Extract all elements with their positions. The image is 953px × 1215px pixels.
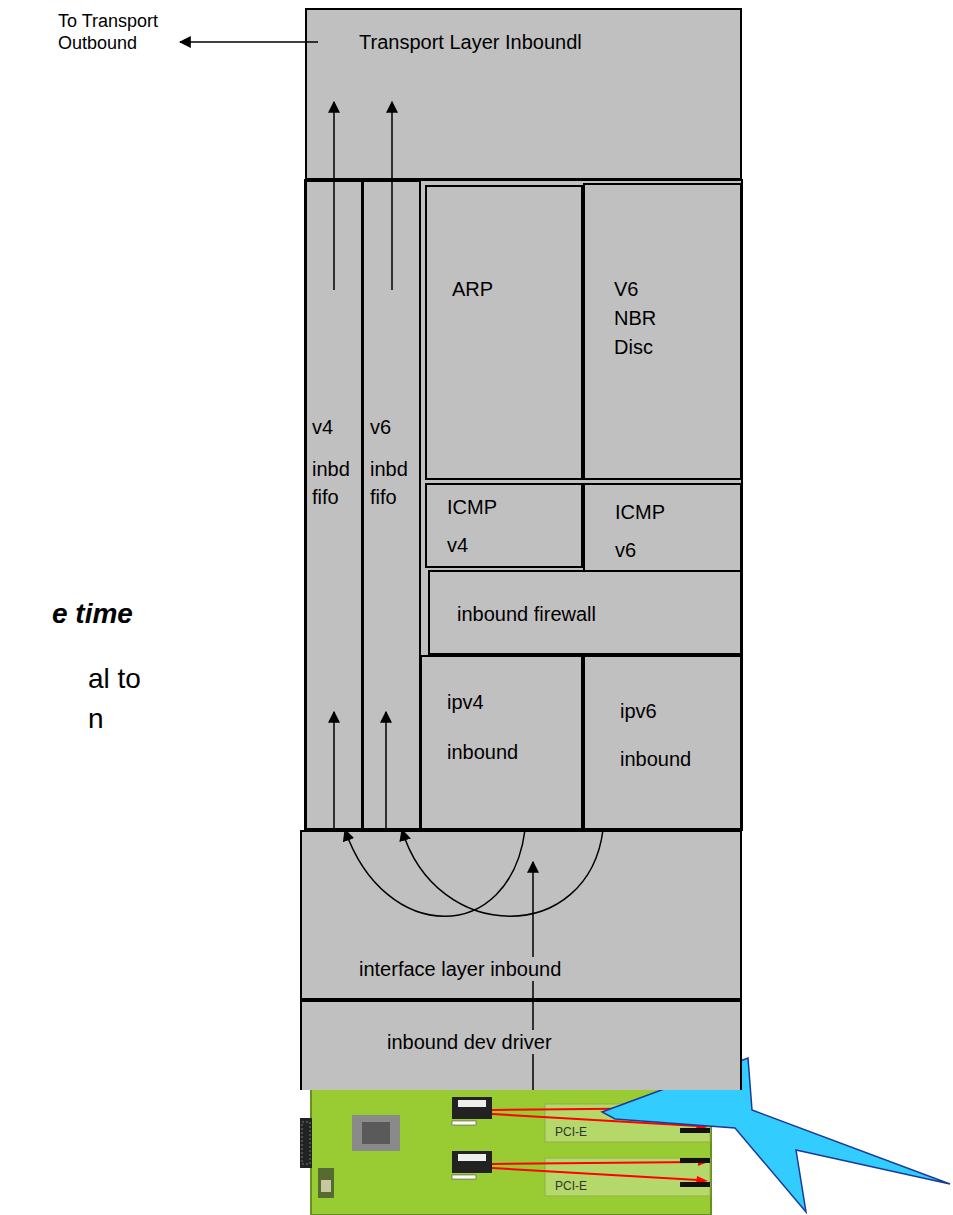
flow-arrow: [532, 862, 534, 1090]
slot-label: PCI-E: [555, 1179, 587, 1194]
box-label: v6: [370, 413, 391, 441]
box-label: ARP: [452, 277, 493, 301]
box-label: V6 NBR Disc: [614, 275, 666, 362]
box-label: inbound firewall: [457, 602, 596, 626]
box-label: inbound dev driver: [387, 1030, 552, 1054]
text-label: al to: [88, 662, 141, 696]
layer-box: ICMP v4: [425, 483, 583, 568]
flow-arrow: [391, 102, 393, 290]
layer-box: V6 NBR Disc: [583, 183, 742, 480]
contact-bar: [680, 1158, 710, 1163]
layer-box: ICMP v6: [583, 483, 742, 573]
leader-arrow: [180, 41, 318, 43]
module-pins: [452, 1121, 476, 1125]
component: [318, 1168, 334, 1198]
chip-core: [362, 1122, 390, 1144]
layer-box: ipv4 inbound: [420, 655, 583, 830]
flow-arrow: [402, 830, 603, 916]
box-label: ipv4 inbound: [447, 677, 539, 777]
box-label: interface layer inbound: [359, 957, 561, 981]
fifo-arrow: [333, 712, 335, 829]
box-label: inbd fifo: [312, 455, 358, 511]
layer-box: ipv6 inbound: [583, 655, 742, 830]
stack-region: [305, 180, 742, 830]
slot-label: PCI-E: [555, 1125, 587, 1140]
chip: [352, 1115, 400, 1151]
layer-box: Transport Layer Inboundl: [305, 8, 742, 180]
text-label: To Transport Outbound: [58, 10, 178, 54]
box-label: ICMP v4: [447, 488, 509, 564]
flow-arrow: [345, 830, 525, 916]
layer-box: inbound firewall: [428, 570, 742, 655]
box-label: Transport Layer Inboundl: [359, 30, 582, 54]
flow-arrow: [333, 102, 335, 290]
box-label: ICMP v6: [615, 493, 677, 569]
box-label: ipv6 inbound: [620, 687, 712, 783]
text-label: n: [88, 702, 104, 736]
module-pins: [452, 1175, 476, 1179]
text-label: e time: [52, 597, 133, 631]
fifo-arrow: [385, 712, 387, 829]
contact-bar: [680, 1128, 710, 1133]
module: [452, 1097, 492, 1119]
component-face: [321, 1180, 331, 1192]
signal-arrow: [492, 1162, 698, 1164]
layer-box: inbound dev driver: [300, 1000, 742, 1090]
box-label: v4: [312, 413, 333, 441]
edge-connector: [300, 1118, 312, 1168]
module-label: [458, 1154, 486, 1161]
box-label: inbd fifo: [370, 455, 416, 511]
connector-pins: [302, 1122, 310, 1164]
layer-box: ARP: [425, 185, 583, 480]
contact-bar: [680, 1182, 710, 1187]
signal-arrow: [492, 1168, 698, 1180]
module-label: [458, 1100, 486, 1107]
module: [452, 1151, 492, 1173]
